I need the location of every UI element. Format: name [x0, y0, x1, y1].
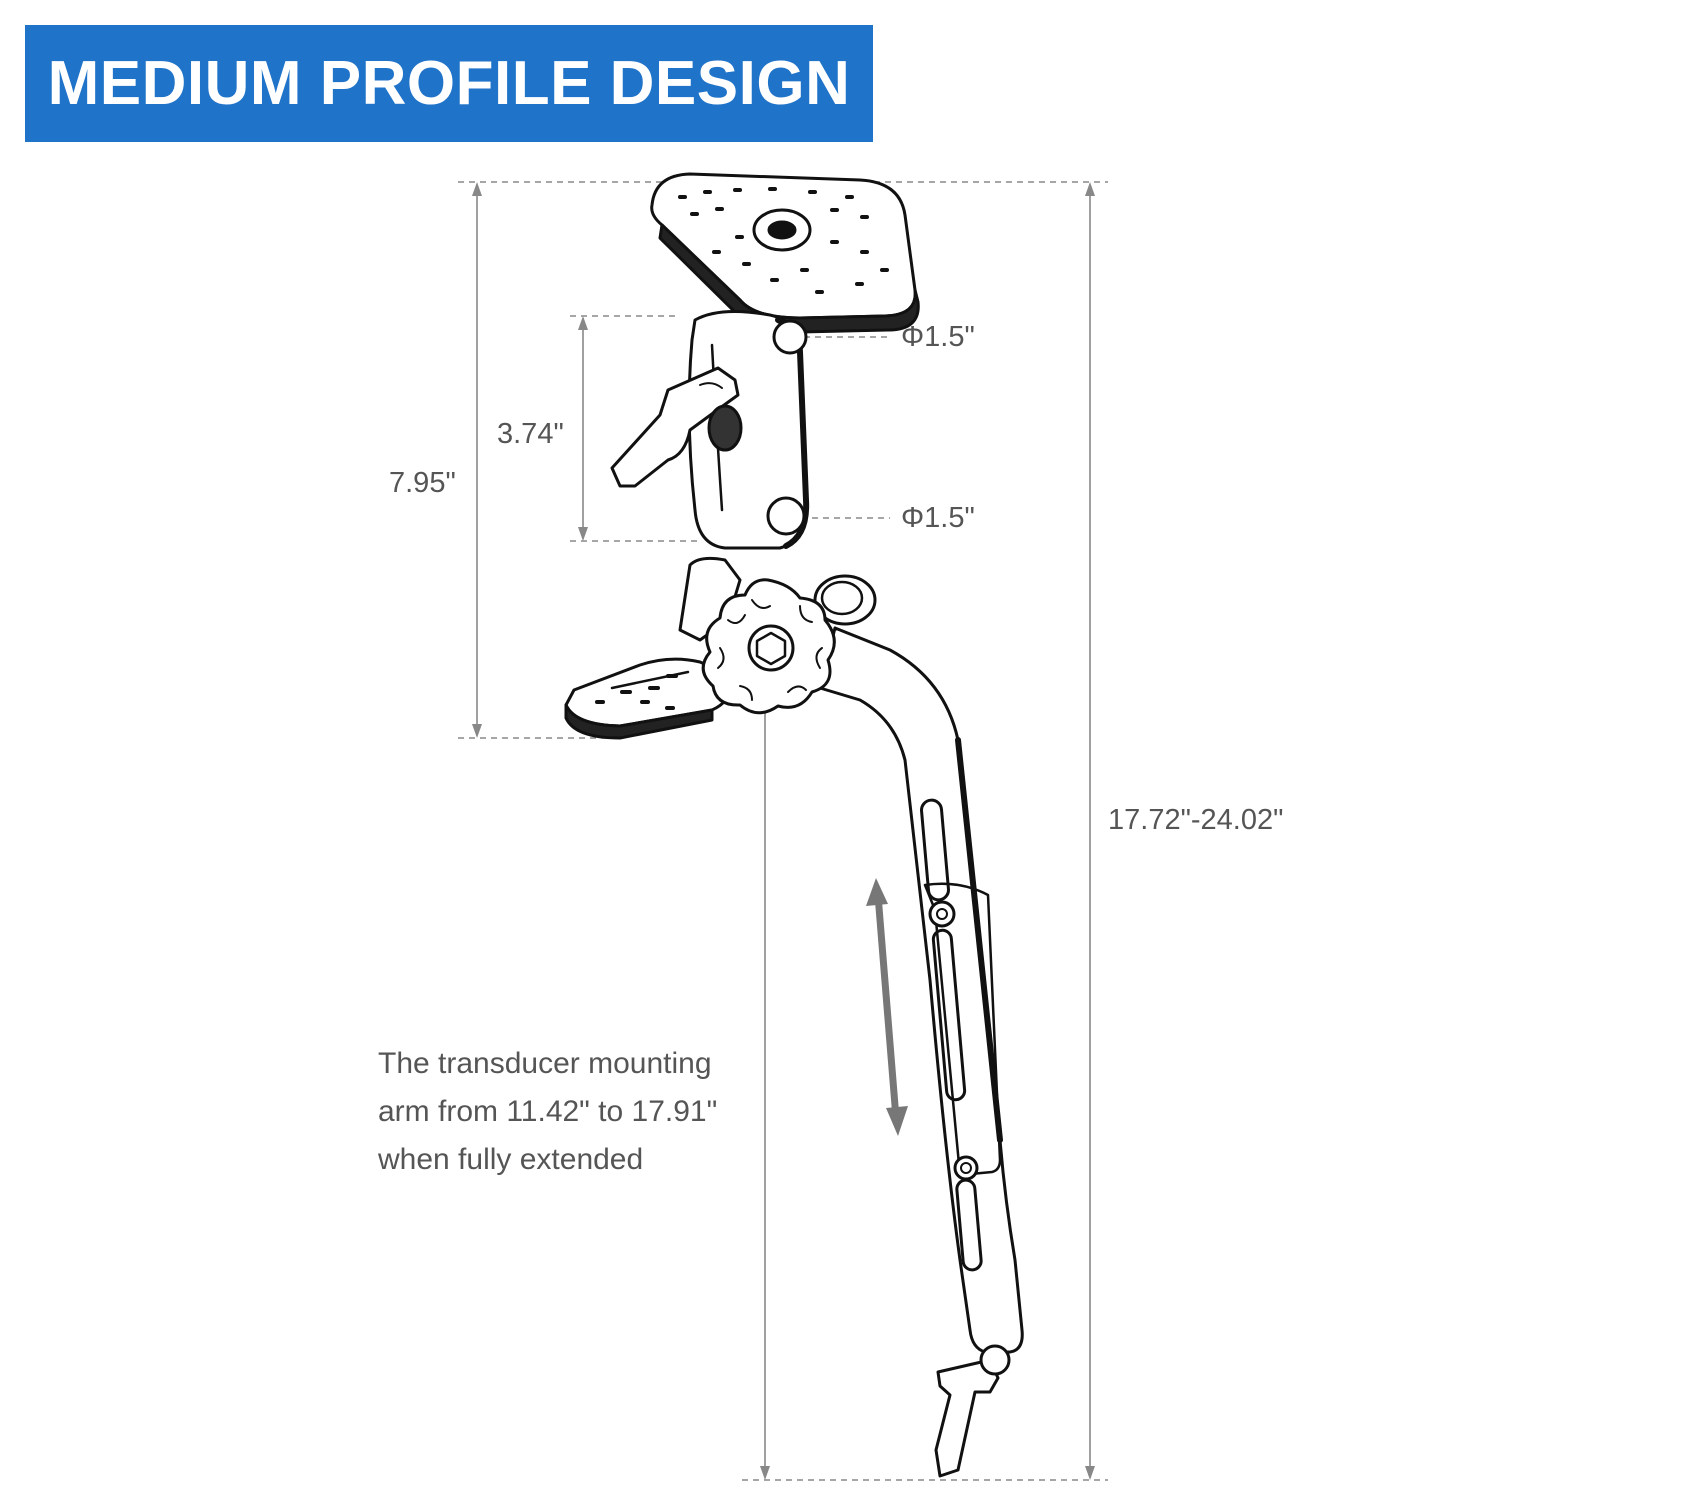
arrowhead	[472, 182, 482, 196]
arrowhead	[760, 1466, 770, 1480]
arrowhead	[578, 527, 588, 541]
star-knob	[701, 578, 836, 715]
arrowhead	[1085, 1466, 1095, 1480]
bracket-holes	[595, 674, 678, 710]
dim-label-total: 17.72"-24.02"	[1108, 804, 1283, 836]
arm-slot	[920, 798, 950, 902]
lower-ball	[813, 574, 877, 626]
transducer-arm	[818, 626, 1024, 1478]
note-line: when fully extended	[378, 1143, 644, 1176]
arrowhead	[578, 316, 588, 330]
bottom-knob	[934, 1358, 1000, 1478]
banner-title: MEDIUM PROFILE DESIGN	[47, 49, 851, 118]
arm-screw	[953, 1155, 979, 1181]
dim-label-overall: 7.95"	[389, 467, 456, 499]
dim-label-arm: 3.74"	[497, 418, 564, 450]
base-bracket	[564, 556, 742, 740]
note-line: arm from 11.42" to 17.91"	[378, 1095, 718, 1128]
plate-holes	[678, 187, 889, 294]
arrowhead	[472, 724, 482, 738]
top-plate	[650, 172, 920, 334]
socket-arm	[687, 310, 810, 550]
arrowhead	[1085, 182, 1095, 196]
knob-grooves	[717, 599, 823, 701]
note-line: The transducer mounting	[378, 1047, 712, 1080]
title-banner: MEDIUM PROFILE DESIGN	[25, 25, 873, 142]
dim-label-ball-bottom: Φ1.5"	[901, 502, 975, 534]
wing-knob	[610, 366, 743, 488]
arm-screw	[928, 900, 956, 928]
extension-arrow	[866, 878, 908, 1136]
dim-label-ball-top: Φ1.5"	[901, 321, 975, 353]
arrowhead	[886, 1106, 908, 1136]
arrowhead	[866, 878, 888, 906]
arm-extension-note: The transducer mounting arm from 11.42" …	[378, 1040, 798, 1184]
